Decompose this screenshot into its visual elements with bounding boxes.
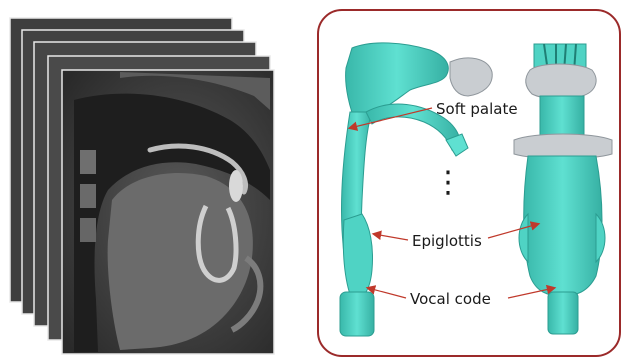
label-vocal-code: Vocal code xyxy=(410,290,491,308)
ct-slice-stack xyxy=(10,18,274,354)
label-soft-palate: Soft palate xyxy=(436,100,518,118)
airway-model-panel: Soft palate ⋮ Epiglottis Vocal code xyxy=(318,10,620,356)
label-ellipsis: ⋮ xyxy=(433,165,463,200)
label-epiglottis: Epiglottis xyxy=(412,232,482,250)
ct-slice-front xyxy=(62,70,274,354)
